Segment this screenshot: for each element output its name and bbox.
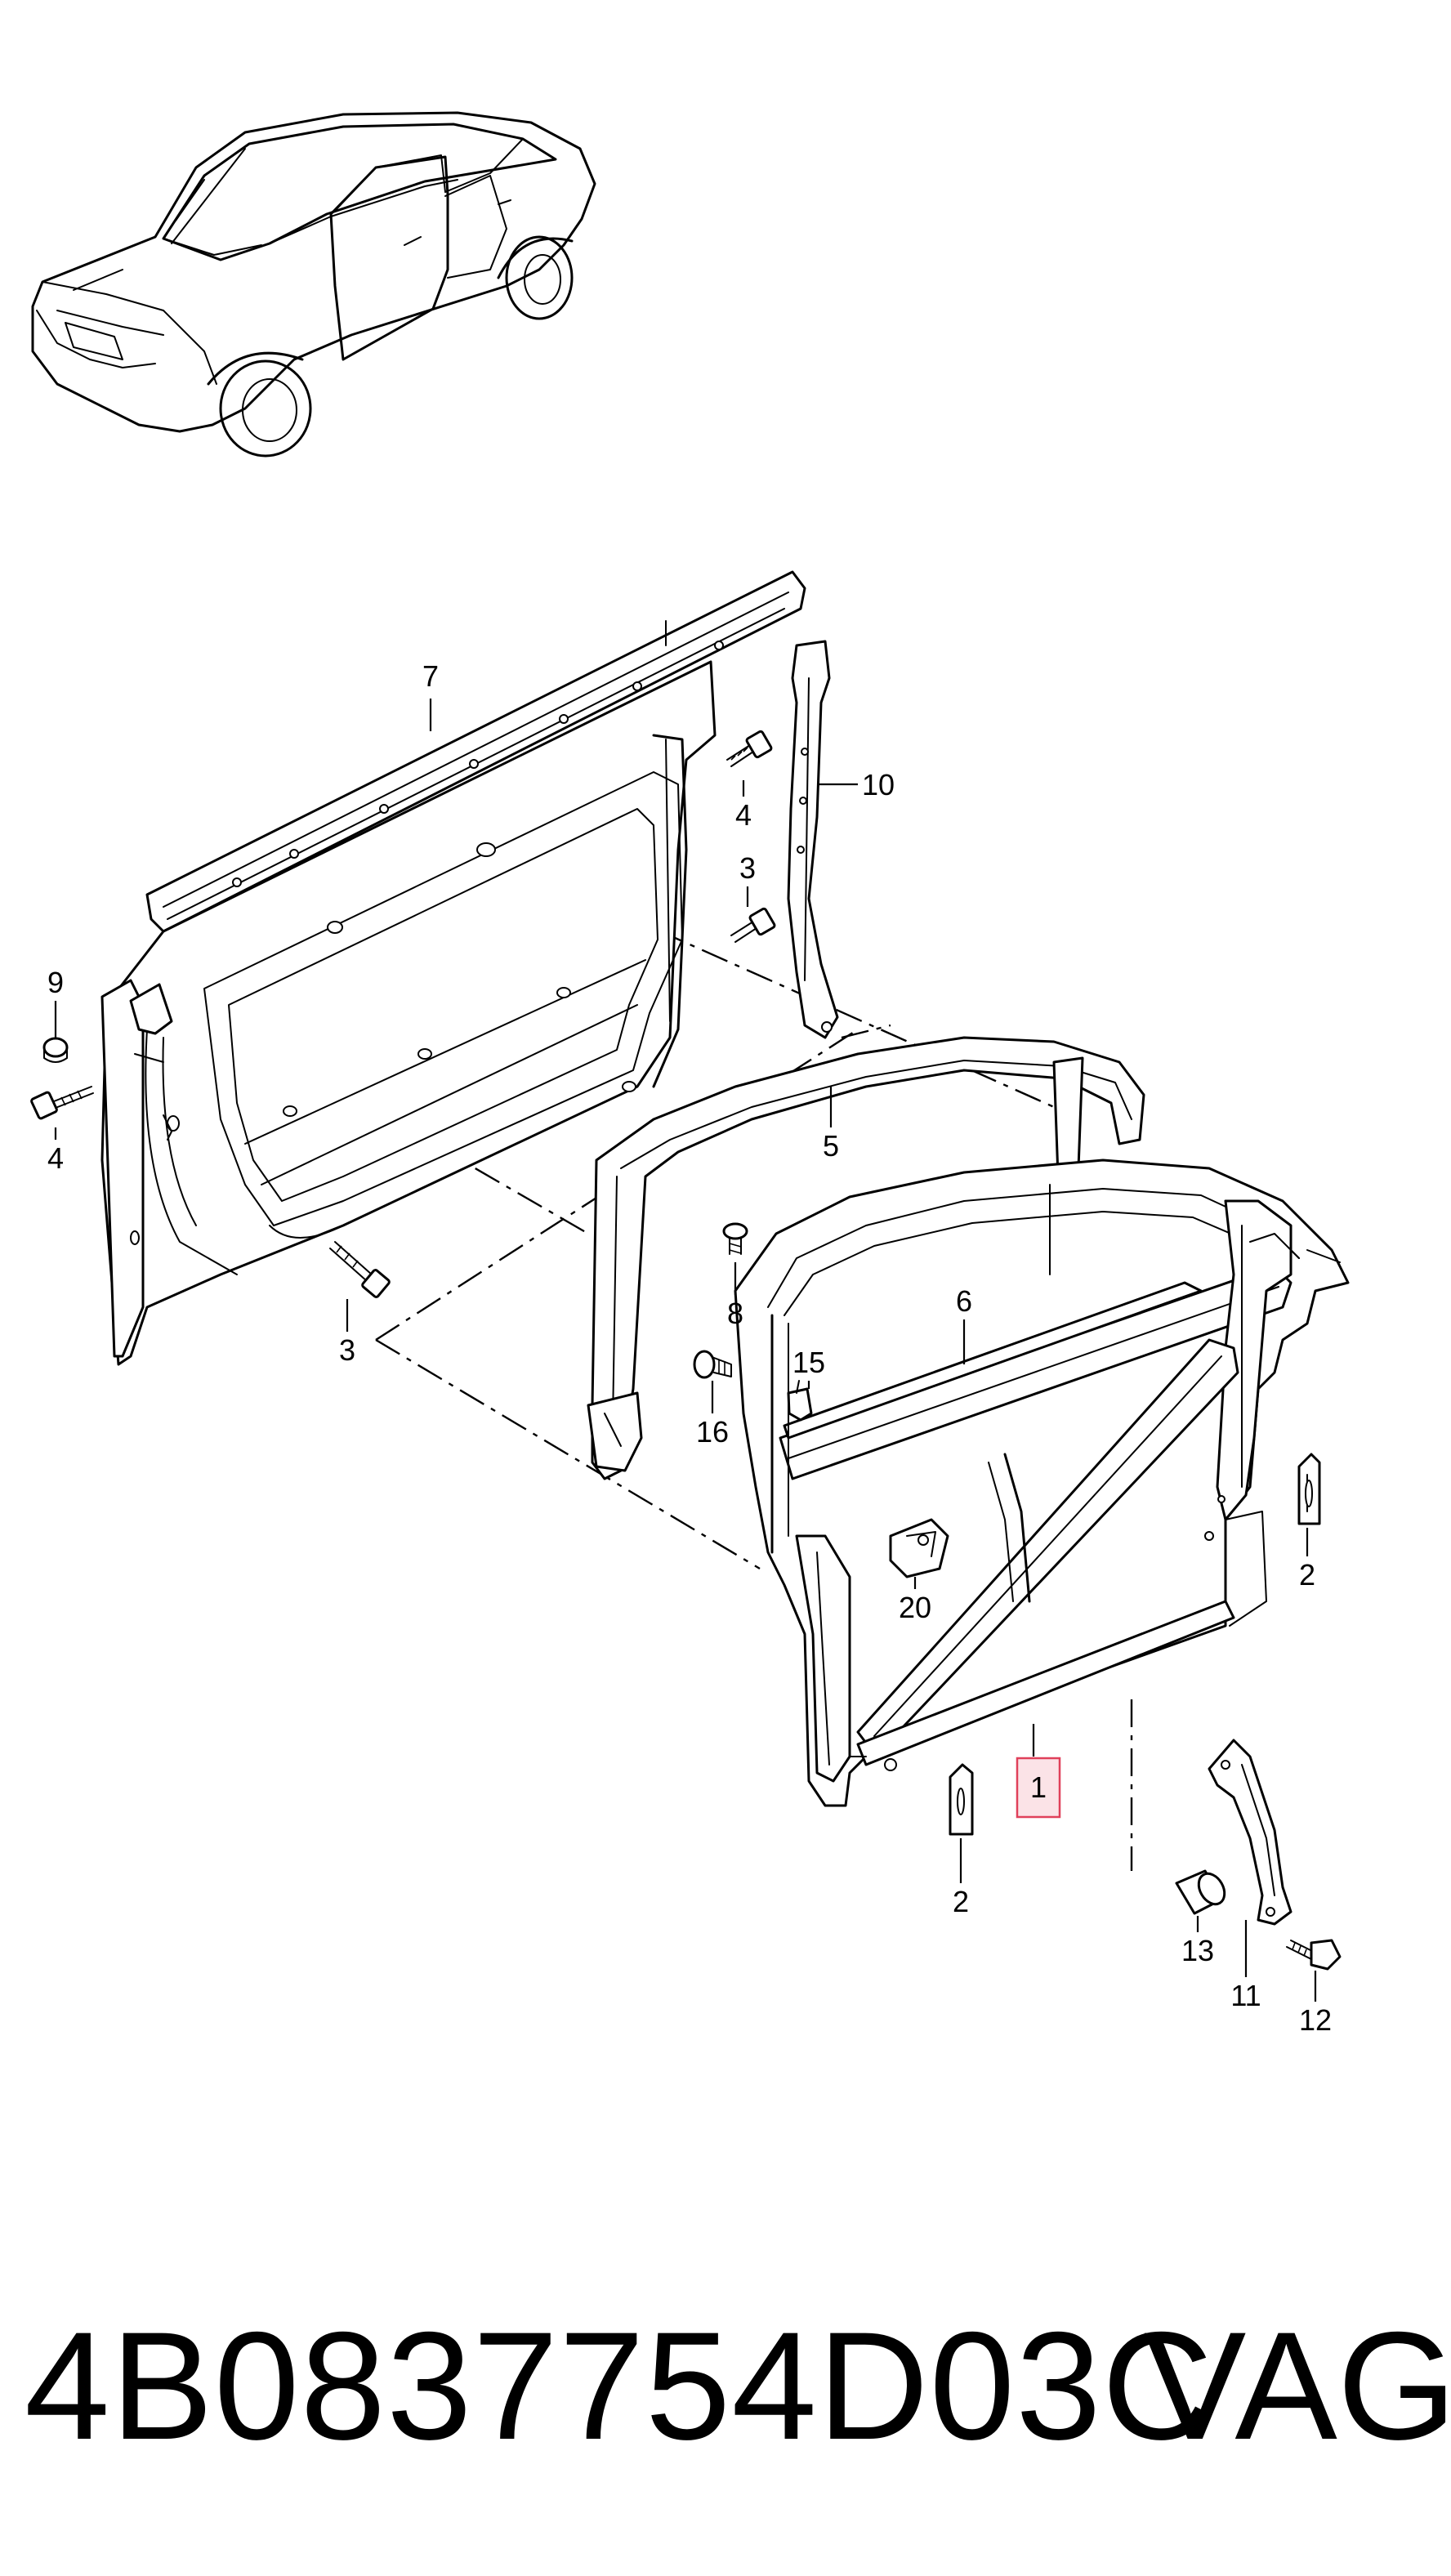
callout-15: 15 xyxy=(792,1346,825,1379)
screw-8 xyxy=(722,1222,748,1255)
clip-9-left xyxy=(42,1037,69,1063)
callout-1: 1 xyxy=(1030,1770,1047,1804)
part-door-inner-panel xyxy=(100,570,806,1366)
callout-2-right: 2 xyxy=(1299,1558,1315,1592)
hinge-11 xyxy=(1208,1739,1293,1926)
callout-3-lower: 3 xyxy=(339,1333,355,1367)
callout-11: 11 xyxy=(1230,1979,1261,2012)
screw-16 xyxy=(693,1350,732,1379)
brand-name: VAG xyxy=(1144,2300,1451,2471)
bolt-12 xyxy=(1286,1939,1342,1971)
part-rear-seal-strip xyxy=(787,640,839,1039)
car-illustration xyxy=(31,111,596,458)
callout-4-left: 4 xyxy=(47,1141,64,1175)
screw-3-upper xyxy=(730,907,776,943)
callout-3-upper: 3 xyxy=(739,851,756,885)
callout-4-upper: 4 xyxy=(735,798,752,832)
callout-5: 5 xyxy=(823,1129,839,1163)
screw-4-left xyxy=(30,1086,94,1120)
callout-2-left: 2 xyxy=(953,1885,969,1918)
bracket-2-right xyxy=(1297,1453,1321,1525)
screw-4-upper xyxy=(726,730,773,767)
callout-6: 6 xyxy=(956,1284,972,1318)
callout-12: 12 xyxy=(1299,2003,1332,2037)
bushing-13 xyxy=(1175,1869,1226,1915)
callout-labels: 7 10 4 3 9 4 5 3 8 6 15 16 20 2 1 2 13 1… xyxy=(47,659,1332,2037)
highlight-box-part-1 xyxy=(1016,1757,1061,1819)
part-clip-20 xyxy=(889,1518,949,1578)
leader-lines xyxy=(54,699,1317,2002)
part-door-seal-frame xyxy=(587,1036,1145,1480)
callout-10: 10 xyxy=(862,768,895,801)
screw-3-lower xyxy=(329,1241,391,1298)
callout-20: 20 xyxy=(899,1591,931,1624)
callout-8: 8 xyxy=(727,1297,743,1330)
callout-13: 13 xyxy=(1181,1934,1214,1967)
callout-9: 9 xyxy=(47,966,64,999)
part-door-frame xyxy=(734,1159,1350,1807)
plug-15 xyxy=(787,1380,813,1422)
bracket-2-left xyxy=(949,1763,974,1836)
callout-7: 7 xyxy=(422,659,439,693)
callout-16: 16 xyxy=(696,1415,729,1449)
footer: 4B0837754D03C VAG xyxy=(0,2288,1451,2484)
part-number: 4B0837754D03C xyxy=(25,2300,1214,2471)
